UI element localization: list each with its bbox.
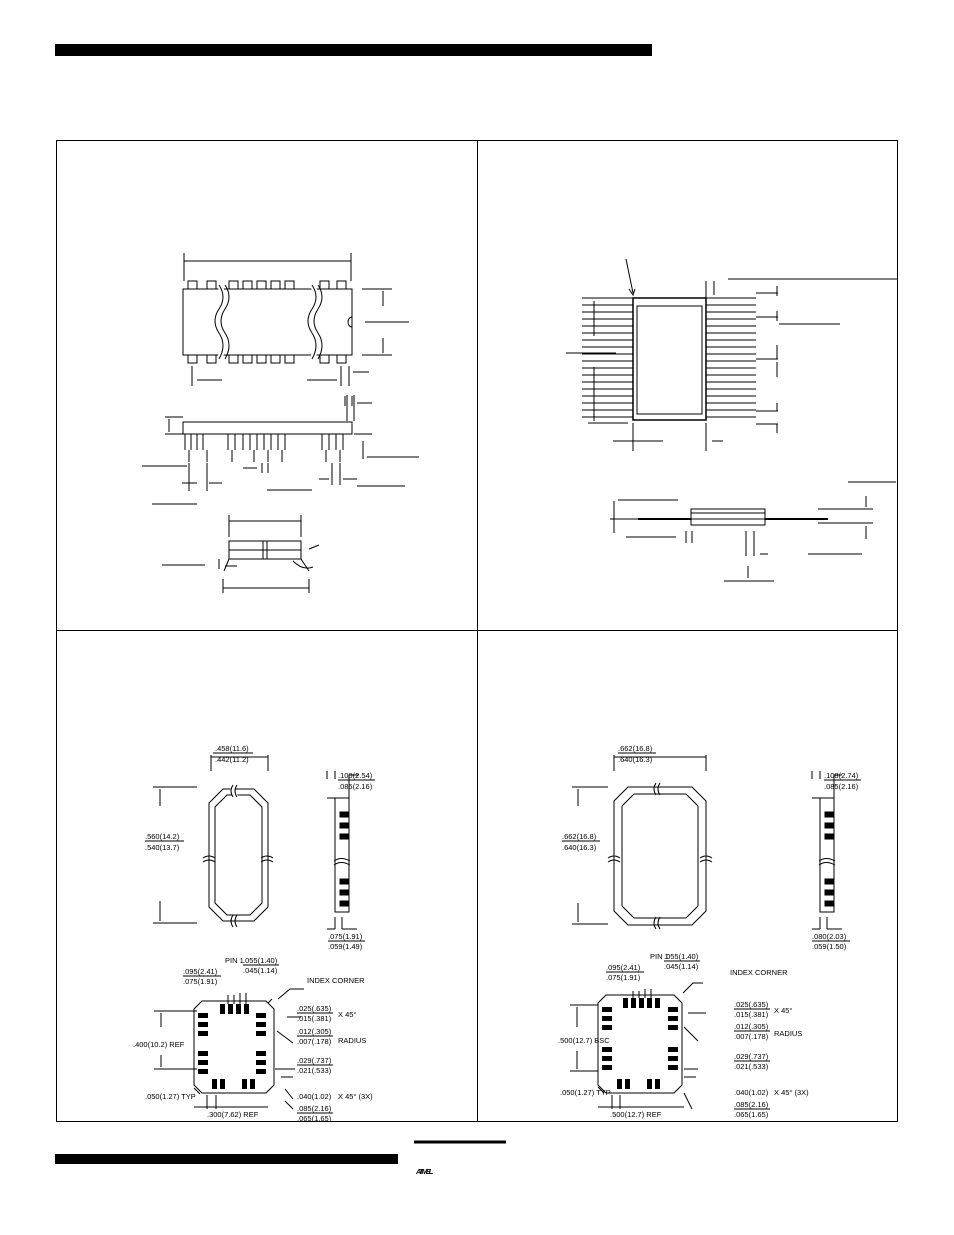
vertical-divider	[477, 141, 478, 1121]
dim-width-bot: .442(11.2)	[215, 755, 249, 764]
x45-label: X 45°	[774, 1006, 792, 1015]
dim-lead-top: .075(1.91)	[328, 932, 363, 941]
x45-label: X 45°	[338, 1010, 356, 1019]
dim-height-top: .662(16.8)	[562, 832, 597, 841]
dim-pitch-bot: .075(1.91)	[183, 977, 218, 986]
dim-vref: .400(10.2) REF	[133, 1040, 185, 1049]
dim-thick-bot: .085(2.16)	[824, 782, 859, 791]
dim-chamfer-top: .025(.635)	[734, 1000, 769, 1009]
pin1-label: PIN 1	[225, 956, 244, 965]
dim-thick-bot: .085(2.16)	[338, 782, 373, 791]
dim-thick-top: .108(2.74)	[824, 771, 859, 780]
dim-vbsc: .500(12.7) BSC	[558, 1036, 610, 1045]
dim-width-top: .458(11.6)	[215, 744, 249, 753]
dim-pitch-bot: .075(1.91)	[606, 973, 641, 982]
dim-height-top: .560(14.2)	[145, 832, 180, 841]
dim-radius-bot: .007(.178)	[734, 1032, 769, 1041]
dim-radius-top: .012(.305)	[297, 1027, 332, 1036]
dip-package-panel	[57, 141, 477, 630]
radius-label: RADIUS	[774, 1029, 802, 1038]
dim-h-bot: .065(1.65)	[297, 1114, 332, 1122]
dim-height-bot: .540(13.7)	[145, 843, 180, 852]
x45-3x-label: X 45° (3X)	[338, 1092, 373, 1101]
lcc-large-panel: .662(16.8) .640(16.3) .662(16.8) .640(16…	[478, 631, 898, 1122]
dim-chamfer-bot: .015(.381)	[734, 1010, 769, 1019]
dim-pad-top: .055(1.40)	[243, 956, 278, 965]
dim-h-bot: .065(1.65)	[734, 1110, 769, 1119]
flatpack-package-panel	[478, 141, 898, 630]
index-corner-label: INDEX CORNER	[730, 968, 788, 977]
dim-lead-bot: .059(1.49)	[328, 942, 363, 951]
dim-w-top: .029(.737)	[297, 1056, 332, 1065]
horizontal-divider	[57, 630, 897, 631]
pin1-label: PIN 1	[650, 952, 669, 961]
dim-chamfer-bot: .015(.381)	[297, 1014, 332, 1023]
dim-height-bot: .640(16.3)	[562, 843, 597, 852]
package-drawings-frame: .458(11.6) .442(11.2) .560(14.2) .540(13…	[56, 140, 898, 1122]
index-corner-label: INDEX CORNER	[307, 976, 365, 985]
lcc-small-drawing: .458(11.6) .442(11.2) .560(14.2) .540(13…	[133, 744, 375, 1122]
flatpack-package-drawing	[566, 258, 898, 582]
dim-chamfer-top: .025(.635)	[297, 1004, 332, 1013]
footer-rule	[55, 1154, 398, 1164]
lcc-large-drawing: .662(16.8) .640(16.3) .662(16.8) .640(16…	[558, 744, 861, 1119]
dim-corner: .040(1.02)	[297, 1092, 332, 1101]
dim-pitch-top: .095(2.41)	[183, 967, 218, 976]
dim-w-bot: .021(.533)	[734, 1062, 769, 1071]
lcc-small-panel: .458(11.6) .442(11.2) .560(14.2) .540(13…	[57, 631, 477, 1122]
dim-href: .500(12.7) REF	[610, 1110, 662, 1119]
dim-lead-bot: .059(1.50)	[812, 942, 847, 951]
dim-width-top: .662(16.8)	[618, 744, 653, 753]
dim-pad-bot: .045(1.14)	[664, 962, 699, 971]
x45-3x-label: X 45° (3X)	[774, 1088, 809, 1097]
dim-radius-top: .012(.305)	[734, 1022, 769, 1031]
dim-w-bot: .021(.533)	[297, 1066, 332, 1075]
dim-pad-bot: .045(1.14)	[243, 966, 278, 975]
dim-h-top: .085(2.16)	[734, 1100, 769, 1109]
dim-width-bot: .640(16.3)	[618, 755, 653, 764]
dim-pitch-top: .095(2.41)	[606, 963, 641, 972]
dim-pad-top: .055(1.40)	[664, 952, 699, 961]
logo-text: ATMEL	[415, 1167, 434, 1176]
dim-corner: .040(1.02)	[734, 1088, 769, 1097]
dim-w-top: .029(.737)	[734, 1052, 769, 1061]
dip-package-drawing	[142, 253, 419, 593]
atmel-logo: ATMEL	[414, 1140, 506, 1176]
dim-h-top: .085(2.16)	[297, 1104, 332, 1113]
dim-typ: .050(1.27) TYP	[560, 1088, 611, 1097]
dim-lead-top: .080(2.03)	[812, 932, 847, 941]
header-rule	[55, 44, 652, 56]
dim-href: .300(7.62) REF	[207, 1110, 259, 1119]
dim-radius-bot: .007(.178)	[297, 1037, 332, 1046]
dim-typ: .050(1.27) TYP	[145, 1092, 196, 1101]
radius-label: RADIUS	[338, 1036, 366, 1045]
lcc-small-labels: .458(11.6) .442(11.2) .560(14.2) .540(13…	[133, 744, 375, 1122]
dim-thick-top: .100(2.54)	[338, 771, 373, 780]
lcc-large-labels: .662(16.8) .640(16.3) .662(16.8) .640(16…	[558, 744, 861, 1119]
